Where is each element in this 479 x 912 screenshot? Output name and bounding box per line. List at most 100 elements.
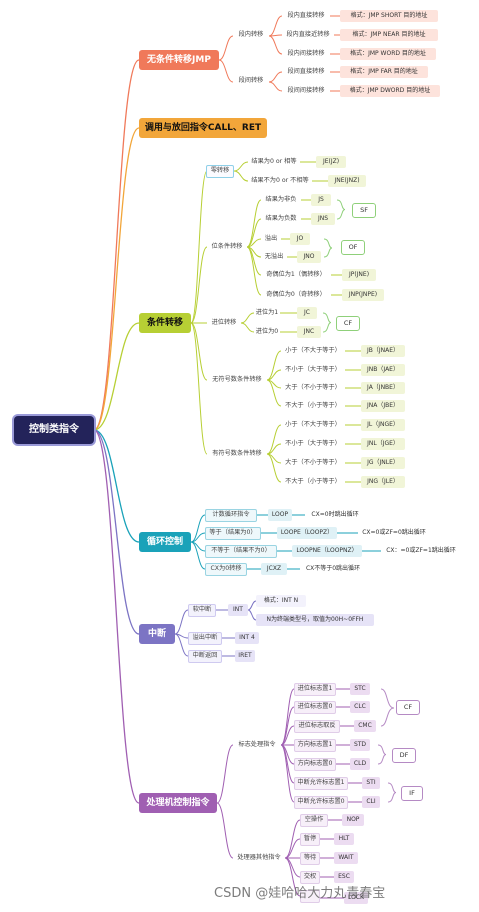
cond-item-label[interactable]: 进位为1 xyxy=(255,309,279,317)
proc-opcode: CLC xyxy=(350,701,370,713)
connector xyxy=(387,782,397,803)
cond-item-label[interactable]: 结果为负数 xyxy=(265,215,297,223)
proc-item-label[interactable]: 方向标志置1 xyxy=(294,739,336,752)
jmp-item-label[interactable]: 段内间接转移 xyxy=(287,50,325,58)
connector xyxy=(93,429,140,543)
root-node[interactable]: 控制类指令 xyxy=(14,416,94,444)
cond-opcode: JG（JNLE） xyxy=(361,457,405,469)
proc-opcode: LOCK xyxy=(344,892,368,904)
connector xyxy=(336,199,346,220)
proc-opcode: HLT xyxy=(334,833,354,845)
cond-item-label[interactable]: 不小于（大于等于） xyxy=(285,366,341,374)
loop-item-label[interactable]: 等于（结果为0） xyxy=(205,527,261,540)
branch-loop[interactable]: 循环控制 xyxy=(139,532,191,552)
proc-item-label[interactable]: 中断允许标志置0 xyxy=(294,796,348,809)
connector xyxy=(266,379,282,407)
cond-signed[interactable]: 有符号数条件转移 xyxy=(212,450,262,458)
cond-bit[interactable]: 位条件转移 xyxy=(211,243,243,251)
cond-item-label[interactable]: 奇偶位为0（奇转移） xyxy=(266,291,326,299)
branch-interrupt[interactable]: 中断 xyxy=(139,624,175,644)
cond-item-label[interactable]: 结果不为0 or 不相等 xyxy=(251,177,309,185)
proc-item-label[interactable]: 进位标志取反 xyxy=(294,720,340,733)
jmp-item-label[interactable]: 段间直接转移 xyxy=(287,68,325,76)
proc-item-label[interactable]: 等待 xyxy=(300,852,320,865)
jmp-intra-segment[interactable]: 段内转移 xyxy=(238,31,264,39)
cond-item-label[interactable]: 小于（不大于等于） xyxy=(285,347,341,355)
proc-item-label[interactable] xyxy=(300,890,320,903)
flag-cf: CF xyxy=(396,700,420,715)
loop-item-label[interactable]: CX为0转移 xyxy=(205,563,247,576)
branch-processor[interactable]: 处理机控制指令 xyxy=(139,793,217,813)
proc-item-label[interactable]: 中断允许标志置1 xyxy=(294,777,348,790)
proc-item-label[interactable]: 交权 xyxy=(300,871,320,884)
proc-item-label[interactable]: 方向标志置0 xyxy=(294,758,336,771)
connector xyxy=(93,429,140,635)
proc-opcode: CLD xyxy=(350,758,370,770)
cond-item-label[interactable]: 溢出 xyxy=(264,235,278,243)
cond-opcode: JNG（JLE） xyxy=(361,476,405,488)
cond-zero[interactable]: 零转移 xyxy=(206,165,234,178)
cond-item-label[interactable]: 结果为0 or 相等 xyxy=(251,158,297,166)
jmp-item-label[interactable]: 段间间接转移 xyxy=(287,87,325,95)
connector xyxy=(174,633,189,657)
cond-item-label[interactable]: 大于（不小于等于） xyxy=(285,459,341,467)
connector xyxy=(216,802,234,859)
cond-item-label[interactable]: 结果为非负 xyxy=(265,196,297,204)
connector xyxy=(266,424,282,455)
cond-item-label[interactable]: 大于（不小于等于） xyxy=(285,384,341,392)
connector xyxy=(247,600,257,611)
proc-flags[interactable]: 标志处理指令 xyxy=(238,741,276,749)
int-overflow[interactable]: 溢出中断 xyxy=(188,632,222,645)
connector xyxy=(268,15,283,37)
proc-item-label[interactable]: 空操作 xyxy=(300,814,328,827)
loop-item-label[interactable]: 计数循环指令 xyxy=(205,509,257,522)
cond-item-label[interactable]: 奇偶位为1（偶转移） xyxy=(266,271,326,279)
proc-opcode: ESC xyxy=(334,871,354,883)
connector xyxy=(246,246,262,296)
cond-opcode: JNB（JAE） xyxy=(361,364,405,376)
loop-item-label[interactable]: 不等于（结果不为0） xyxy=(205,545,277,558)
connector xyxy=(240,312,255,324)
proc-item-label[interactable]: 进位标志置1 xyxy=(294,683,336,696)
int-note: N为终端类型号，取值为00H~0FFH xyxy=(256,614,374,626)
cond-item-label[interactable]: 不大于（小于等于） xyxy=(285,402,341,410)
jmp-item-label[interactable]: 段内直接近转移 xyxy=(286,31,330,39)
jmp-inter-segment[interactable]: 段间转移 xyxy=(238,77,264,85)
cond-opcode: JNC xyxy=(297,326,321,338)
loop-note: CX=0时跳出循环 xyxy=(311,511,359,518)
proc-opcode: WAIT xyxy=(334,852,358,864)
proc-other[interactable]: 处理器其他指令 xyxy=(237,854,281,862)
cond-opcode: JO xyxy=(290,233,310,245)
cond-item-label[interactable]: 不大于（小于等于） xyxy=(285,478,341,486)
jmp-item-label[interactable]: 段内直接转移 xyxy=(287,12,325,20)
flag-df: DF xyxy=(392,748,416,763)
cond-item-label[interactable]: 小于（不大于等于） xyxy=(285,421,341,429)
cond-item-label[interactable]: 不小于（大于等于） xyxy=(285,440,341,448)
connector xyxy=(93,127,140,431)
connector xyxy=(190,170,208,324)
cond-item-label[interactable]: 进位为0 xyxy=(255,328,279,336)
proc-item-label[interactable]: 进位标志置0 xyxy=(294,701,336,714)
cond-opcode: JNA（JBE） xyxy=(361,400,405,412)
cond-opcode: JB（JNAE） xyxy=(361,345,405,357)
proc-item-label[interactable]: 暂停 xyxy=(300,833,320,846)
branch-call-ret[interactable]: 调用与放回指令CALL、RET xyxy=(139,118,267,138)
int-soft[interactable]: 软中断 xyxy=(188,604,216,617)
connector xyxy=(190,322,208,381)
branch-jmp[interactable]: 无条件转移JMP xyxy=(139,50,219,70)
connector xyxy=(190,541,206,570)
flag-if: IF xyxy=(401,786,423,801)
int-return[interactable]: 中断返回 xyxy=(188,650,222,663)
loop-opcode: LOOPE（LOOPZ） xyxy=(277,527,337,539)
connector xyxy=(377,744,387,765)
connector xyxy=(280,706,295,746)
cond-unsigned[interactable]: 无符号数条件转移 xyxy=(212,376,262,384)
cond-carry[interactable]: 进位转移 xyxy=(211,319,237,327)
connector xyxy=(93,59,140,431)
connector xyxy=(322,312,332,333)
cond-item-label[interactable]: 无溢出 xyxy=(264,253,284,261)
branch-conditional[interactable]: 条件转移 xyxy=(139,313,191,333)
flag-cf: CF xyxy=(336,316,360,331)
